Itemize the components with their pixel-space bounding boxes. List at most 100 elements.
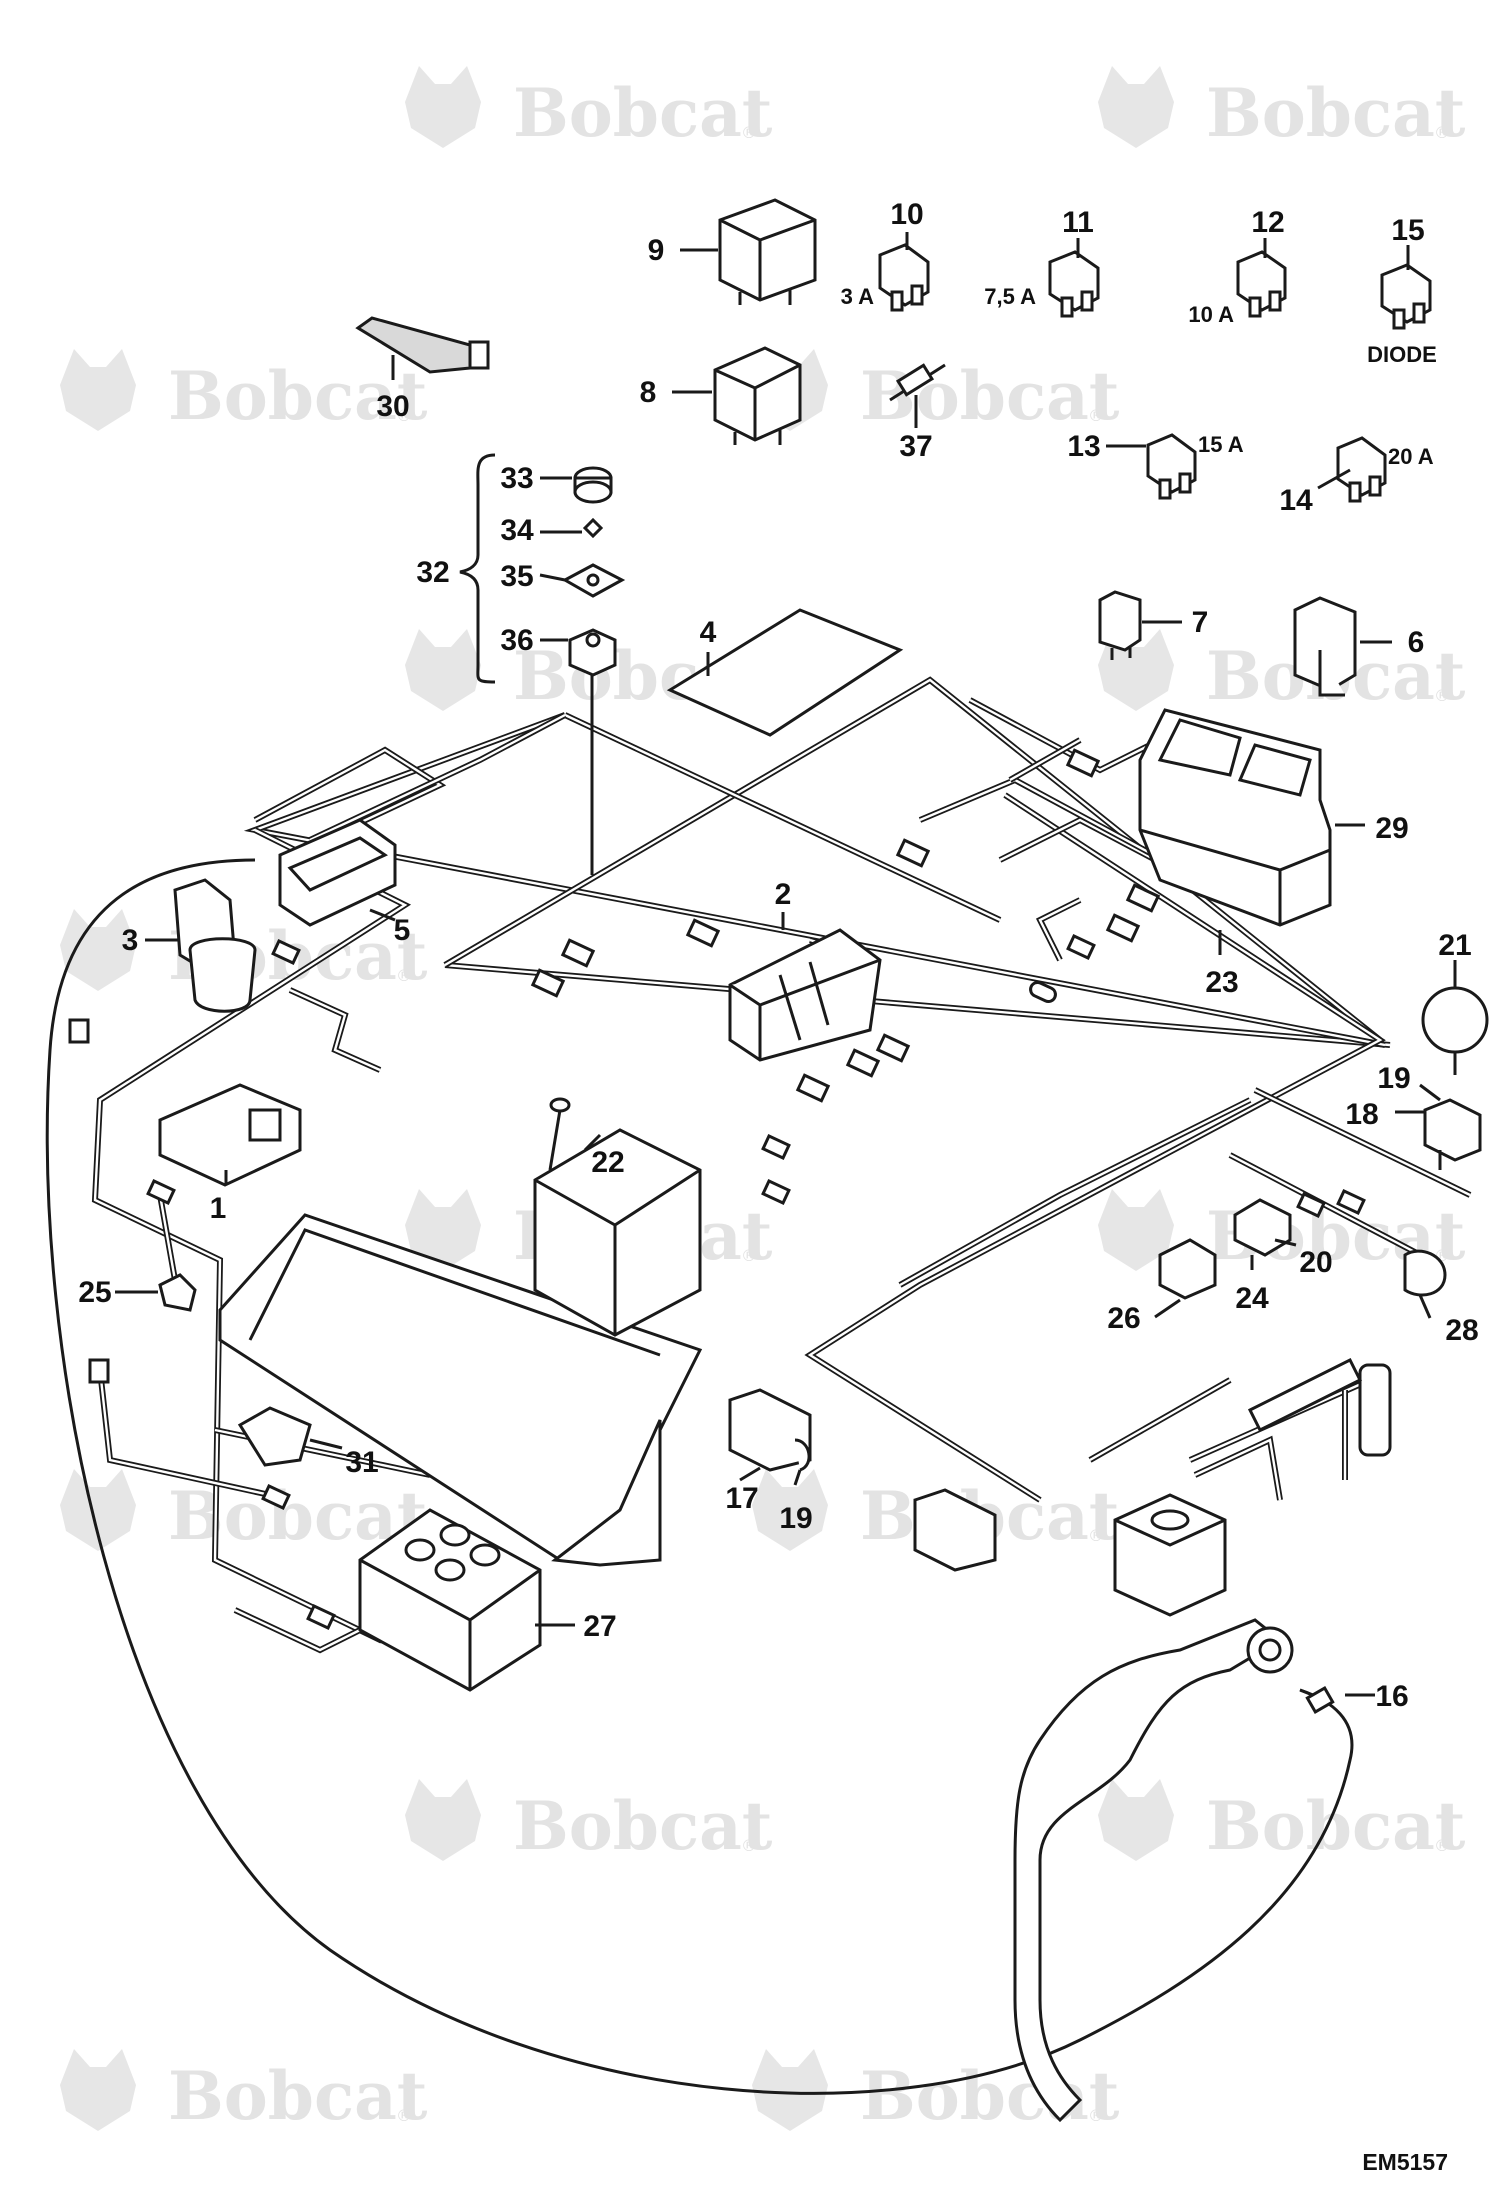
- callout-3: 3: [122, 924, 139, 957]
- key-switch-3: [173, 878, 257, 1013]
- callout-36: 36: [500, 624, 533, 657]
- callout-24: 24: [1235, 1282, 1269, 1315]
- callout-7: 7: [1192, 606, 1209, 639]
- seat-housing: [218, 1213, 703, 1567]
- watermark: Bobcat ®: [60, 349, 428, 435]
- relay-6: [1293, 596, 1357, 697]
- svg-text:®: ®: [741, 1836, 757, 1855]
- control-module-1: [158, 1083, 302, 1187]
- relay-8: [713, 346, 802, 445]
- coil-block: [1113, 1493, 1227, 1617]
- central-module-2: [728, 928, 882, 1062]
- watermark: Bobcat ®: [60, 2049, 428, 2135]
- svg-text:®: ®: [396, 2106, 412, 2125]
- callout-8: 8: [640, 376, 657, 409]
- bracket-32: [459, 453, 496, 684]
- fuse-box-29: [1138, 708, 1332, 927]
- harness-connectors: [68, 748, 1366, 1630]
- stud-assembly: [561, 466, 626, 677]
- fuse-13: [1146, 433, 1197, 500]
- watermark: Bobcat ®: [60, 1469, 428, 1555]
- svg-text:®: ®: [1088, 1526, 1104, 1545]
- callout-31: 31: [345, 1446, 378, 1479]
- callout-21: 21: [1438, 929, 1471, 962]
- callout-29: 29: [1375, 812, 1408, 845]
- callout-18: 18: [1345, 1098, 1378, 1131]
- callout-14: 14: [1279, 484, 1313, 517]
- callout-2: 2: [775, 878, 792, 911]
- svg-text:®: ®: [396, 406, 412, 425]
- connector-5: [278, 818, 397, 927]
- relay-7: [1098, 590, 1142, 660]
- relay-9: [718, 198, 817, 305]
- callout-17: 17: [725, 1482, 758, 1515]
- callout-15: 15: [1391, 214, 1424, 247]
- connector-25: [158, 1273, 197, 1312]
- callout-12: 12: [1251, 206, 1284, 239]
- fuse-ratings: 3 A 7,5 A 10 A DIODE 15 A 20 A: [841, 284, 1437, 469]
- svg-text:®: ®: [1088, 406, 1104, 425]
- drawing-code: EM5157: [1362, 2149, 1448, 2175]
- junction-box-27: [358, 1508, 542, 1692]
- filter-unit: [1247, 1357, 1392, 1457]
- svg-text:Bobcat: Bobcat: [513, 74, 773, 152]
- box-22: [533, 1097, 702, 1337]
- svg-text:Bobcat: Bobcat: [168, 2057, 428, 2135]
- svg-text:Bobcat: Bobcat: [168, 357, 428, 435]
- watermark: Bobcat ®: [405, 1779, 773, 1865]
- switch-26: [1158, 1238, 1217, 1300]
- cover-panel: [666, 608, 904, 737]
- callout-11: 11: [1062, 206, 1094, 239]
- fuse-10: [878, 243, 930, 312]
- callout-1: 1: [210, 1192, 227, 1225]
- svg-text:®: ®: [741, 1246, 757, 1265]
- callout-10: 10: [890, 198, 923, 231]
- solenoid: [913, 1488, 997, 1572]
- callout-30: 30: [376, 390, 409, 423]
- diode-15: [1380, 263, 1432, 330]
- callout-34: 34: [500, 514, 534, 547]
- svg-text:Bobcat: Bobcat: [860, 357, 1120, 435]
- svg-text:®: ®: [1088, 2106, 1104, 2125]
- fuse-14: [1336, 436, 1387, 503]
- watermark: Bobcat ®: [405, 66, 773, 152]
- svg-text:®: ®: [1434, 686, 1450, 705]
- callout-25: 25: [78, 1276, 111, 1309]
- callout-16: 16: [1375, 1680, 1408, 1713]
- callout-33: 33: [500, 462, 533, 495]
- callout-4: 4: [700, 616, 717, 649]
- svg-text:Bobcat: Bobcat: [1206, 1787, 1466, 1865]
- rating-fuse-14: 20 A: [1388, 444, 1434, 469]
- svg-text:®: ®: [1434, 123, 1450, 142]
- sensor-31: [237, 1406, 312, 1467]
- leader-lines: [115, 232, 1457, 1697]
- callout-20: 20: [1299, 1246, 1332, 1279]
- callout-26: 26: [1107, 1302, 1140, 1335]
- callout-23: 23: [1205, 966, 1238, 999]
- solenoid-17: [728, 1388, 812, 1472]
- callout-labels: 1 2 3 4 5 6 7 8 9 10 11 12 13 14 15 16 1…: [78, 198, 1478, 1713]
- rating-diode-15: DIODE: [1367, 342, 1437, 367]
- aux-cable: [45, 858, 1354, 2095]
- callout-28: 28: [1445, 1314, 1478, 1347]
- callout-6: 6: [1408, 626, 1425, 659]
- fuse-12: [1236, 250, 1287, 318]
- rating-fuse-11: 7,5 A: [984, 284, 1036, 309]
- rating-fuse-10: 3 A: [841, 284, 875, 309]
- svg-text:Bobcat: Bobcat: [860, 2057, 1120, 2135]
- watermark: Bobcat ®: [752, 349, 1120, 435]
- lamp-21: [1421, 986, 1489, 1075]
- callout-19: 19: [1377, 1062, 1410, 1095]
- rating-fuse-13: 15 A: [1198, 432, 1244, 457]
- svg-text:®: ®: [1434, 1836, 1450, 1855]
- svg-text:Bobcat: Bobcat: [1206, 74, 1466, 152]
- callout-27: 27: [583, 1610, 616, 1643]
- callout-22: 22: [591, 1146, 624, 1179]
- callout-32: 32: [416, 556, 449, 589]
- sensor-28: [1403, 1249, 1447, 1297]
- callout-13: 13: [1067, 430, 1100, 463]
- diode-37: [889, 363, 946, 402]
- grease-tube-30: [355, 316, 490, 374]
